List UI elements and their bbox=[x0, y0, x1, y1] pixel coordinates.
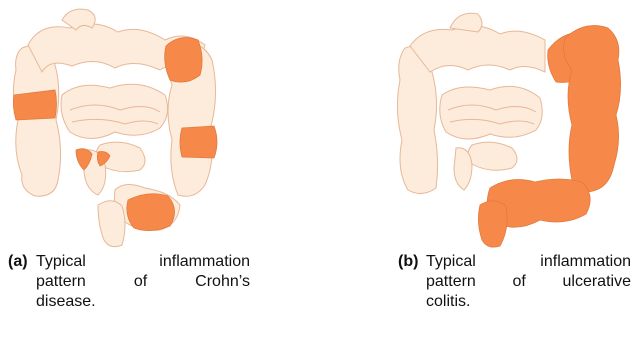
caption-ulcerative-colitis: (b) Typical inflammation pattern of ulce… bbox=[398, 252, 631, 312]
lesion-ascending bbox=[13, 90, 56, 120]
caption-word: Typical bbox=[36, 252, 86, 272]
caption-word: Typical bbox=[426, 252, 476, 272]
caption-word: of bbox=[512, 272, 525, 292]
caption-word: ulcerative bbox=[563, 272, 631, 292]
caption-word: of bbox=[134, 272, 147, 292]
transverse-colon bbox=[410, 26, 545, 72]
rectum bbox=[98, 201, 125, 247]
caption-word: colitis. bbox=[426, 293, 470, 310]
caption-word: Crohn’s bbox=[195, 272, 250, 292]
small-intestine bbox=[61, 84, 168, 138]
small-intestine bbox=[440, 86, 543, 139]
caption-word: disease. bbox=[36, 293, 96, 310]
top-loop bbox=[62, 9, 95, 30]
colon-illustration-crohns bbox=[0, 0, 300, 250]
lesion-transverse bbox=[165, 38, 202, 83]
inflamed-rectum bbox=[478, 201, 507, 247]
caption-word: inflammation bbox=[540, 252, 631, 272]
caption-tag: (b) bbox=[398, 252, 426, 312]
caption-tag: (a) bbox=[8, 252, 36, 312]
lesion-descending bbox=[180, 126, 217, 158]
caption-word: pattern bbox=[426, 272, 476, 292]
panel-crohns: (a) Typical inflammation pattern of Croh… bbox=[0, 0, 300, 349]
caption-crohns: (a) Typical inflammation pattern of Croh… bbox=[8, 252, 250, 312]
caption-word: inflammation bbox=[159, 252, 250, 272]
lesion-sigmoid bbox=[127, 194, 175, 231]
colon-illustration-uc bbox=[360, 0, 633, 250]
panel-ulcerative-colitis: (b) Typical inflammation pattern of ulce… bbox=[360, 0, 633, 349]
inflamed-descending bbox=[564, 26, 621, 192]
caption-word: pattern bbox=[36, 272, 86, 292]
